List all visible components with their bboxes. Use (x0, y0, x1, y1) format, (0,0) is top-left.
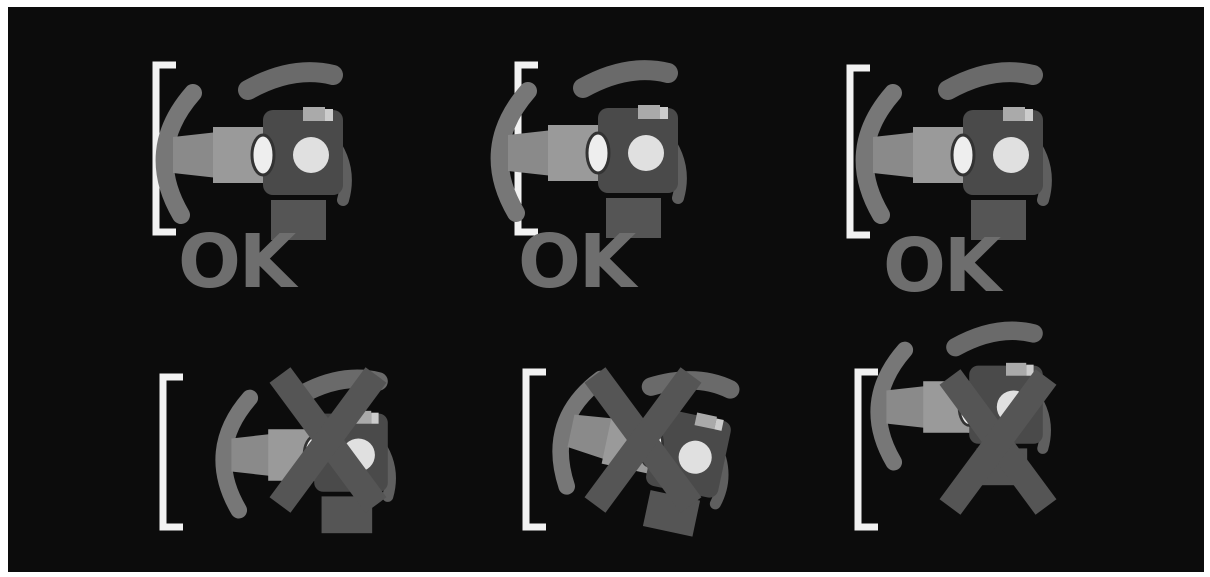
camera-icon (165, 72, 346, 240)
panel-bottom-2 (526, 355, 742, 541)
panel-top-3 (850, 68, 1046, 240)
frame-bracket (526, 372, 546, 527)
panel-top-2 (500, 65, 681, 238)
camera-icon (865, 72, 1046, 240)
panel-top-1 (156, 65, 346, 240)
ok-label-1: OK (178, 225, 294, 299)
figure-panel: OK OK OK (8, 7, 1204, 572)
ok-label-2: OK (518, 225, 634, 299)
panel-bottom-1 (163, 375, 390, 533)
camera-icon (500, 70, 681, 238)
frame-bracket (163, 377, 183, 527)
ok-label-3: OK (883, 229, 999, 303)
panel-bottom-3 (858, 331, 1046, 527)
